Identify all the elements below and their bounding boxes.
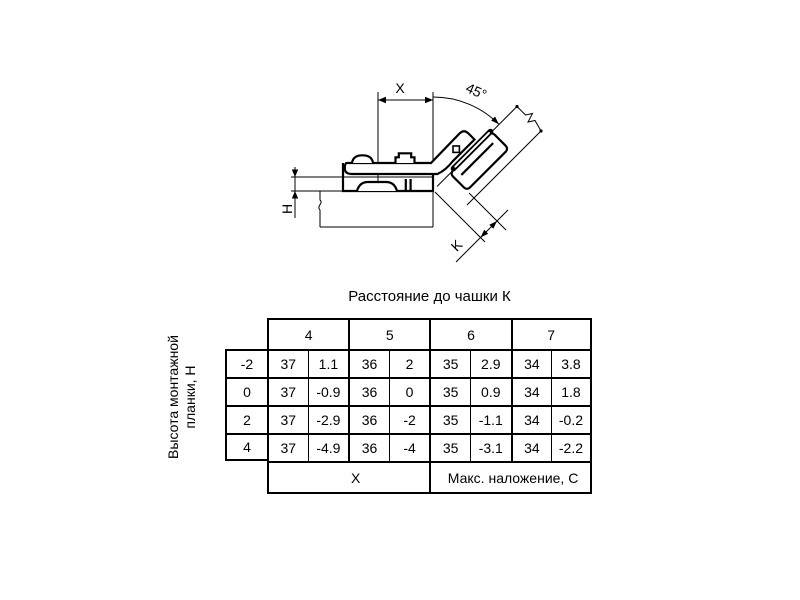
angle-arc-arrow — [491, 116, 499, 125]
table-cell: 36 — [348, 349, 389, 377]
hinge-dimension-table: 4 5 6 7 -2 37 1.1 36 2 35 2.9 34 3.8 0 3… — [225, 318, 592, 494]
door-back-extension-line — [466, 130, 542, 206]
hinge-cup-line — [460, 142, 494, 176]
table-cell: -1.1 — [469, 405, 511, 433]
table-cell: 34 — [510, 433, 552, 461]
x-dimension-label: X — [395, 80, 405, 96]
table-cell: 35 — [429, 433, 470, 461]
y-axis-label-line2: планки, Н — [182, 365, 198, 429]
table-cell: 36 — [348, 405, 389, 433]
h-arrow-top — [291, 169, 299, 177]
h-dimension-label: Н — [279, 204, 295, 214]
table-cell: -2.2 — [551, 433, 592, 461]
table-cell: -4.9 — [307, 433, 349, 461]
table-cell: 37 — [267, 377, 308, 405]
footer-spacer — [225, 461, 267, 494]
h-arrow-bottom — [291, 191, 299, 199]
table-cell: -3.1 — [469, 433, 511, 461]
table-cell: -2 — [388, 405, 430, 433]
table-cell: 1.1 — [307, 349, 349, 377]
table-cell: 35 — [429, 349, 470, 377]
row-label: 0 — [225, 377, 267, 405]
panel-break-line — [516, 106, 542, 132]
hinge-arm — [343, 130, 477, 176]
table-cell: 0 — [388, 377, 430, 405]
x-arrow-right — [425, 96, 433, 104]
reference-dot-top — [515, 104, 519, 109]
k-arrow-upper — [489, 221, 497, 229]
table-cell: 34 — [510, 377, 552, 405]
adjustment-screw — [394, 152, 416, 163]
table-cell: 37 — [267, 433, 308, 461]
x-arrow-left — [378, 96, 386, 104]
cabinet-left-break-line — [318, 191, 322, 227]
reference-dot-bottom — [539, 129, 543, 133]
col-group-header: 4 — [267, 318, 349, 349]
table-cell: 34 — [510, 349, 552, 377]
angle-label: 45° — [463, 79, 489, 102]
construction-lines — [291, 92, 543, 263]
table-cell: 2.9 — [469, 349, 511, 377]
row-label: 4 — [225, 433, 267, 461]
header-spacer — [225, 318, 267, 349]
pivot-pin — [452, 145, 461, 154]
arm-screw-boss — [350, 154, 375, 164]
table-cell: -4 — [388, 433, 430, 461]
table-cell: 37 — [267, 349, 308, 377]
plate-tab — [404, 179, 412, 191]
table-title: Расстояние до чашки К — [348, 288, 511, 305]
table-cell: 0.9 — [469, 377, 511, 405]
hinge-lever-finger-core — [454, 132, 490, 168]
table-cell: 35 — [429, 405, 470, 433]
col-group-header: 7 — [510, 318, 592, 349]
dimension-arrows — [291, 96, 499, 238]
table-cell: -2.9 — [307, 405, 349, 433]
y-axis-label-line1: Высота монтажной — [165, 335, 181, 459]
table-cell: 37 — [267, 405, 308, 433]
table-cell: 1.8 — [551, 377, 592, 405]
k-extension-line-a — [434, 191, 486, 243]
footer-overlap-label: Макс. наложение, С — [429, 461, 592, 494]
table-cell: 35 — [429, 377, 470, 405]
table-cell: 36 — [348, 433, 389, 461]
table-cell: 36 — [348, 377, 389, 405]
row-label: -2 — [225, 349, 267, 377]
k-arrow-lower — [480, 229, 489, 238]
table-cell: -0.2 — [551, 405, 592, 433]
angle-arc — [432, 96, 500, 125]
table-cell: -0.9 — [307, 377, 349, 405]
k-extension-line-b — [468, 192, 507, 231]
table-cell: 2 — [388, 349, 430, 377]
table-y-axis-label: Высота монтажной планки, Н — [165, 312, 203, 482]
row-label: 2 — [225, 405, 267, 433]
k-dimension-label: K — [448, 236, 466, 254]
col-group-header: 5 — [348, 318, 430, 349]
col-group-header: 6 — [429, 318, 511, 349]
hinge-body — [341, 128, 494, 193]
footer-x-label: X — [267, 461, 430, 494]
plate-dome — [355, 180, 399, 192]
table-cell: 34 — [510, 405, 552, 433]
table-cell: 3.8 — [551, 349, 592, 377]
